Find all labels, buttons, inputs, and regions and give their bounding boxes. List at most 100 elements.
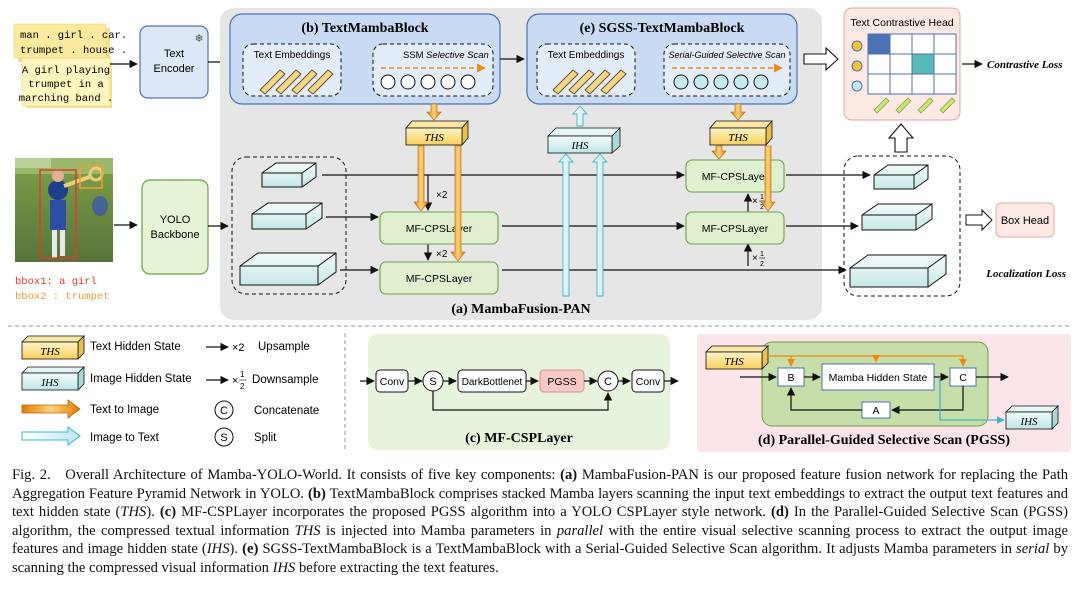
caption-segment: (c)	[159, 504, 177, 521]
embedding-sticks	[259, 69, 334, 95]
mf-cps-layer-4: MF-CPSLayer	[685, 211, 785, 245]
svg-text:S: S	[429, 376, 436, 388]
legend-ihs-label: Image Hidden State	[90, 373, 192, 385]
legend-split-label: Split	[254, 432, 277, 444]
svg-text:A: A	[872, 405, 879, 417]
ths-token-right: THS	[709, 119, 773, 147]
yolo-backbone-label-1: YOLO	[160, 214, 191, 226]
legend-image-to-text-label: Image to Text	[90, 432, 160, 444]
svg-text:1: 1	[760, 251, 764, 258]
caption-segment: ).	[229, 541, 243, 558]
mf-cps-layer-1: MF-CPSLayer	[379, 211, 499, 245]
caption-segment: with the entire visual selective scannin…	[12, 522, 1069, 558]
caption-segment: MF-CSPLayer incorporates the proposed PG…	[176, 504, 771, 521]
svg-text:MF-CPSLayer: MF-CPSLayer	[702, 171, 769, 183]
caption-segment: IHS	[206, 541, 230, 558]
svg-text:IHS: IHS	[1019, 416, 1038, 428]
svg-text:×: ×	[752, 196, 758, 207]
svg-text:MF-CPSLayer: MF-CPSLayer	[702, 223, 769, 235]
caption-segment: serial	[1016, 541, 1050, 558]
similarity-matrix	[867, 33, 957, 95]
svg-text:1: 1	[240, 370, 245, 379]
downsample-mark-2: × 1 2	[752, 251, 765, 268]
sgss-text-mamba-block: (e) SGSS-TextMambaBlock Text Embeddings …	[526, 13, 798, 105]
pgss-panel: THS B Mamba Hidden State C A IHS (d) Par…	[697, 334, 1071, 452]
legend-concat-label: Concatenate	[254, 405, 319, 417]
svg-text:THS: THS	[40, 346, 60, 358]
svg-text:×: ×	[752, 253, 758, 264]
svg-text:PGSS: PGSS	[547, 376, 576, 388]
yolo-backbone-label-2: Backbone	[151, 229, 200, 241]
legend-downsample-label: Downsample	[252, 374, 318, 386]
snowflake-icon: ❄	[194, 33, 203, 45]
caption-segment: before extracting the text features.	[295, 559, 499, 576]
output-feature-pyramid	[843, 155, 961, 297]
ths-token-left: THS	[405, 119, 469, 147]
architecture-diagram: man . girl . car. trumpet . house . A gi…	[8, 7, 1072, 452]
input-image	[15, 158, 113, 262]
svg-text:1: 1	[760, 194, 764, 201]
caption-segment: THS	[120, 504, 147, 521]
svg-text:DarkBottlenet: DarkBottlenet	[462, 377, 523, 388]
svg-text:Conv: Conv	[636, 376, 661, 388]
ssm-label: SSM	[403, 50, 424, 61]
bbox-girl	[39, 169, 77, 259]
sgss-title: (e) SGSS-TextMambaBlock	[580, 21, 745, 36]
contrastive-head-title: Text Contrastive Head	[850, 17, 953, 29]
caption-segment: ).	[146, 504, 160, 521]
serial-scan-label: Serial-Guided Selective Scan	[668, 50, 785, 60]
svg-text:B: B	[787, 372, 794, 384]
legend-image-to-text-arrow	[21, 426, 81, 446]
legend: THS Text Hidden State IHS Image Hidden S…	[21, 335, 319, 447]
legend-text-to-image-label: Text to Image	[90, 404, 159, 416]
legend-ths-label: Text Hidden State	[90, 341, 181, 353]
text-encoder-label-1: Text	[164, 48, 184, 60]
localization-loss-label: Localization Loss	[985, 268, 1066, 280]
caption-segment: SGSS-TextMambaBlock is a TextMambaBlock …	[258, 541, 1017, 558]
svg-text:Mamba Hidden State: Mamba Hidden State	[829, 372, 928, 384]
text-to-image-arrows-right	[711, 103, 776, 212]
text-embeddings-label: Text Embeddings	[254, 50, 331, 61]
legend-down-prefix: ×	[232, 375, 238, 387]
svg-text:MF-CPSLayer: MF-CPSLayer	[406, 223, 473, 235]
svg-text:2: 2	[240, 382, 245, 391]
bbox2-label: bbox2 : trumpet	[15, 291, 110, 303]
text-encoder: Text Encoder ❄	[139, 25, 209, 99]
mf-csp-layer-panel: Conv S DarkBottlenet PGSS C Conv (c) MF-…	[360, 334, 679, 450]
upsample-mark-1: ×2	[436, 190, 448, 201]
mf-csp-title: (c) MF-CSPLayer	[465, 431, 573, 446]
pan-title: (a) MambaFusion-PAN	[451, 302, 590, 317]
box-head: Box Head	[995, 202, 1055, 238]
contrastive-loss-label: Contrastive Loss	[987, 59, 1062, 71]
text-tag-line-1: man . girl . car.	[20, 30, 127, 42]
ihs-token: IHS	[547, 127, 621, 154]
yolo-backbone: YOLO Backbone	[141, 179, 209, 275]
svg-text:C: C	[604, 376, 612, 388]
svg-text:MF-CPSLayer: MF-CPSLayer	[406, 273, 473, 285]
mf-cps-layer-2: MF-CPSLayer	[379, 261, 499, 295]
caption-line-2: trumpet in a	[28, 79, 104, 91]
svg-text:2: 2	[760, 261, 764, 268]
caption-segment: (e)	[242, 541, 259, 558]
svg-text:THS: THS	[724, 356, 744, 368]
caption-segment: (d)	[771, 504, 789, 521]
legend-ihs-swatch: IHS	[21, 366, 85, 391]
caption-segment: by scanning the compressed visual inform…	[12, 541, 1069, 576]
legend-ths-swatch: THS	[21, 335, 85, 360]
box-head-label: Box Head	[1001, 215, 1049, 227]
caption-segment: is injected into Mamba parameters in	[320, 522, 557, 539]
svg-text:C: C	[959, 372, 967, 384]
pgss-title: (d) Parallel-Guided Selective Scan (PGSS…	[758, 433, 1010, 448]
legend-text-to-image-arrow	[21, 399, 81, 419]
caption-segment: THS	[294, 522, 321, 539]
caption-segment: Fig. 2. Overall Architecture of Mamba-YO…	[12, 467, 561, 483]
text-contrastive-head: Text Contrastive Head	[843, 7, 961, 121]
caption-segment: MambaFusion-PAN is our proposed feature …	[12, 467, 1069, 502]
svg-text:THS: THS	[728, 132, 748, 144]
downsample-mark-1: × 1 2	[752, 194, 765, 211]
bbox1-label: bbox1: a girl	[15, 276, 97, 288]
text-to-image-arrows-left	[413, 103, 466, 262]
caption-segment: IHS	[272, 559, 296, 576]
caption-line-1: A girl playing	[22, 65, 110, 77]
caption-paragraph: Fig. 2. Overall Architecture of Mamba-YO…	[12, 466, 1068, 578]
